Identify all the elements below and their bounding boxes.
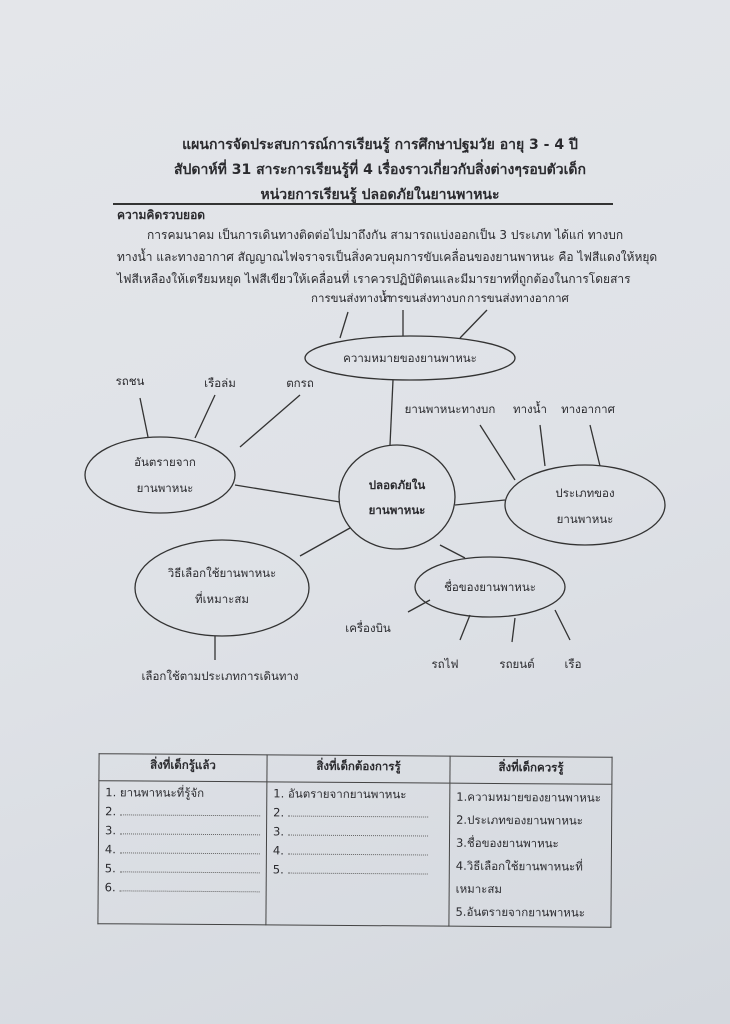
choose-label-2: ที่เหมาะสม [195, 592, 249, 606]
want-num: 4. [272, 843, 284, 858]
col-header-should: สิ่งที่เด็กควรรู้ [449, 756, 613, 785]
types-node [504, 464, 666, 546]
week-subject-line: สัปดาห์ที่ 31 สาระการเรียนรู้ที่ 4 เรื่อ… [174, 162, 586, 178]
col-should: 1.ความหมายของยานพาหนะ 2.ประเภทของยานพาหน… [448, 783, 612, 928]
want-blank: 4. [273, 841, 443, 861]
names-item: รถยนต์ [499, 657, 535, 671]
types-item: ยานพาหนะทางบก [404, 402, 496, 416]
danger-item: รถชน [115, 374, 145, 388]
danger-label-2: ยานพาหนะ [136, 481, 194, 495]
danger-node [84, 436, 236, 514]
col-want: 1. อันตรายจากยานพาหนะ 2. 3. 4. 5. [265, 781, 450, 927]
blank-line [287, 841, 428, 856]
concept-heading: ความคิดรวบยอด [117, 208, 206, 222]
types-item: ทางน้ำ [513, 402, 547, 416]
known-blank: 3. [105, 821, 261, 841]
types-label-1: ประเภทของ [555, 486, 615, 500]
want-item: 1. อันตรายจากยานพาหนะ [273, 786, 407, 802]
danger-label-1: อันตรายจาก [134, 455, 196, 469]
connector-lines [139, 309, 601, 660]
plan-title: แผนการจัดประสบการณ์การเรียนรู้ การศึกษาป… [182, 137, 578, 153]
should-item: 3.ชื่อของยานพาหนะ [455, 835, 559, 851]
want-blank: 5. [273, 860, 443, 880]
known-blank: 5. [105, 859, 260, 879]
known-blank: 4. [105, 840, 260, 860]
unit-title: หน่วยการเรียนรู้ ปลอดภัยในยานพาหนะ [260, 187, 500, 203]
names-label: ชื่อของยานพาหนะ [444, 580, 536, 594]
meaning-item: การขนส่งทางอากาศ [467, 291, 569, 305]
names-item: รถไฟ [431, 657, 459, 671]
col-header-known: สิ่งที่เด็กรู้แล้ว [98, 753, 268, 782]
danger-item: เรือล่ม [204, 376, 236, 390]
should-item: 1.ความหมายของยานพาหนะ [456, 789, 601, 805]
types-label-2: ยานพาหนะ [556, 512, 614, 526]
known-num: 2. [105, 804, 117, 819]
blank-line [287, 860, 428, 875]
concept-line: ไฟสีเหลืองให้เตรียมหยุด ไฟสีเขียวให้เคลื… [117, 272, 631, 286]
blank-line [120, 802, 261, 817]
should-item: เหมาะสม [455, 881, 503, 897]
names-node [414, 556, 566, 618]
want-num: 5. [272, 862, 284, 877]
should-item: 2.ประเภทของยานพาหนะ [456, 812, 584, 828]
known-item: 1. ยานพาหนะที่รู้จัก [105, 785, 205, 800]
blank-line [288, 822, 429, 837]
meaning-item: การขนส่งทางบก [384, 291, 466, 305]
known-num: 6. [104, 880, 116, 895]
blank-line [119, 840, 260, 855]
col-known: 1. ยานพาหนะที่รู้จัก 2. 3. 4. 5. 6. [97, 780, 267, 925]
knowledge-table: สิ่งที่เด็กรู้แล้ว สิ่งที่เด็กต้องการรู้… [97, 753, 613, 928]
header-rule [113, 203, 613, 205]
blank-line [119, 878, 260, 893]
should-item: 5.อันตรายจากยานพาหนะ [455, 904, 586, 920]
known-num: 5. [104, 861, 116, 876]
known-num: 3. [105, 823, 117, 838]
names-item: เรือ [564, 657, 582, 671]
want-blank: 3. [273, 822, 443, 842]
concept-line: การคมนาคม เป็นการเดินทางติดต่อไปมาถึงกัน… [147, 228, 624, 242]
meaning-item: การขนส่งทางน้ำ [311, 291, 393, 305]
choose-label-1: วิธีเลือกใช้ยานพาหนะ [167, 566, 277, 580]
concept-line: ทางน้ำ และทางอากาศ สัญญาณไฟจราจรเป็นสิ่ง… [117, 250, 658, 264]
choose-item: เลือกใช้ตามประเภทการเดินทาง [141, 669, 299, 683]
want-blank: 2. [273, 803, 443, 823]
center-label-2: ยานพาหนะ [368, 503, 426, 517]
known-blank: 2. [105, 802, 261, 822]
want-num: 3. [273, 824, 285, 839]
meaning-label: ความหมายของยานพาหนะ [343, 351, 477, 365]
danger-item: ตกรถ [286, 376, 314, 390]
center-node [338, 444, 456, 550]
blank-line [119, 859, 260, 874]
blank-line [288, 803, 429, 818]
known-blank: 6. [105, 878, 260, 898]
known-num: 4. [104, 842, 116, 857]
should-item: 4.วิธีเลือกใช้ยานพาหนะที่ [455, 858, 583, 874]
names-item: เครื่องบิน [345, 621, 391, 635]
want-num: 2. [273, 805, 285, 820]
types-item: ทางอากาศ [561, 402, 615, 416]
col-header-want: สิ่งที่เด็กต้องการรู้ [266, 754, 451, 784]
choose-node [134, 539, 310, 637]
blank-line [120, 821, 261, 836]
center-label-1: ปลอดภัยใน [368, 478, 426, 492]
meaning-node [304, 335, 516, 381]
